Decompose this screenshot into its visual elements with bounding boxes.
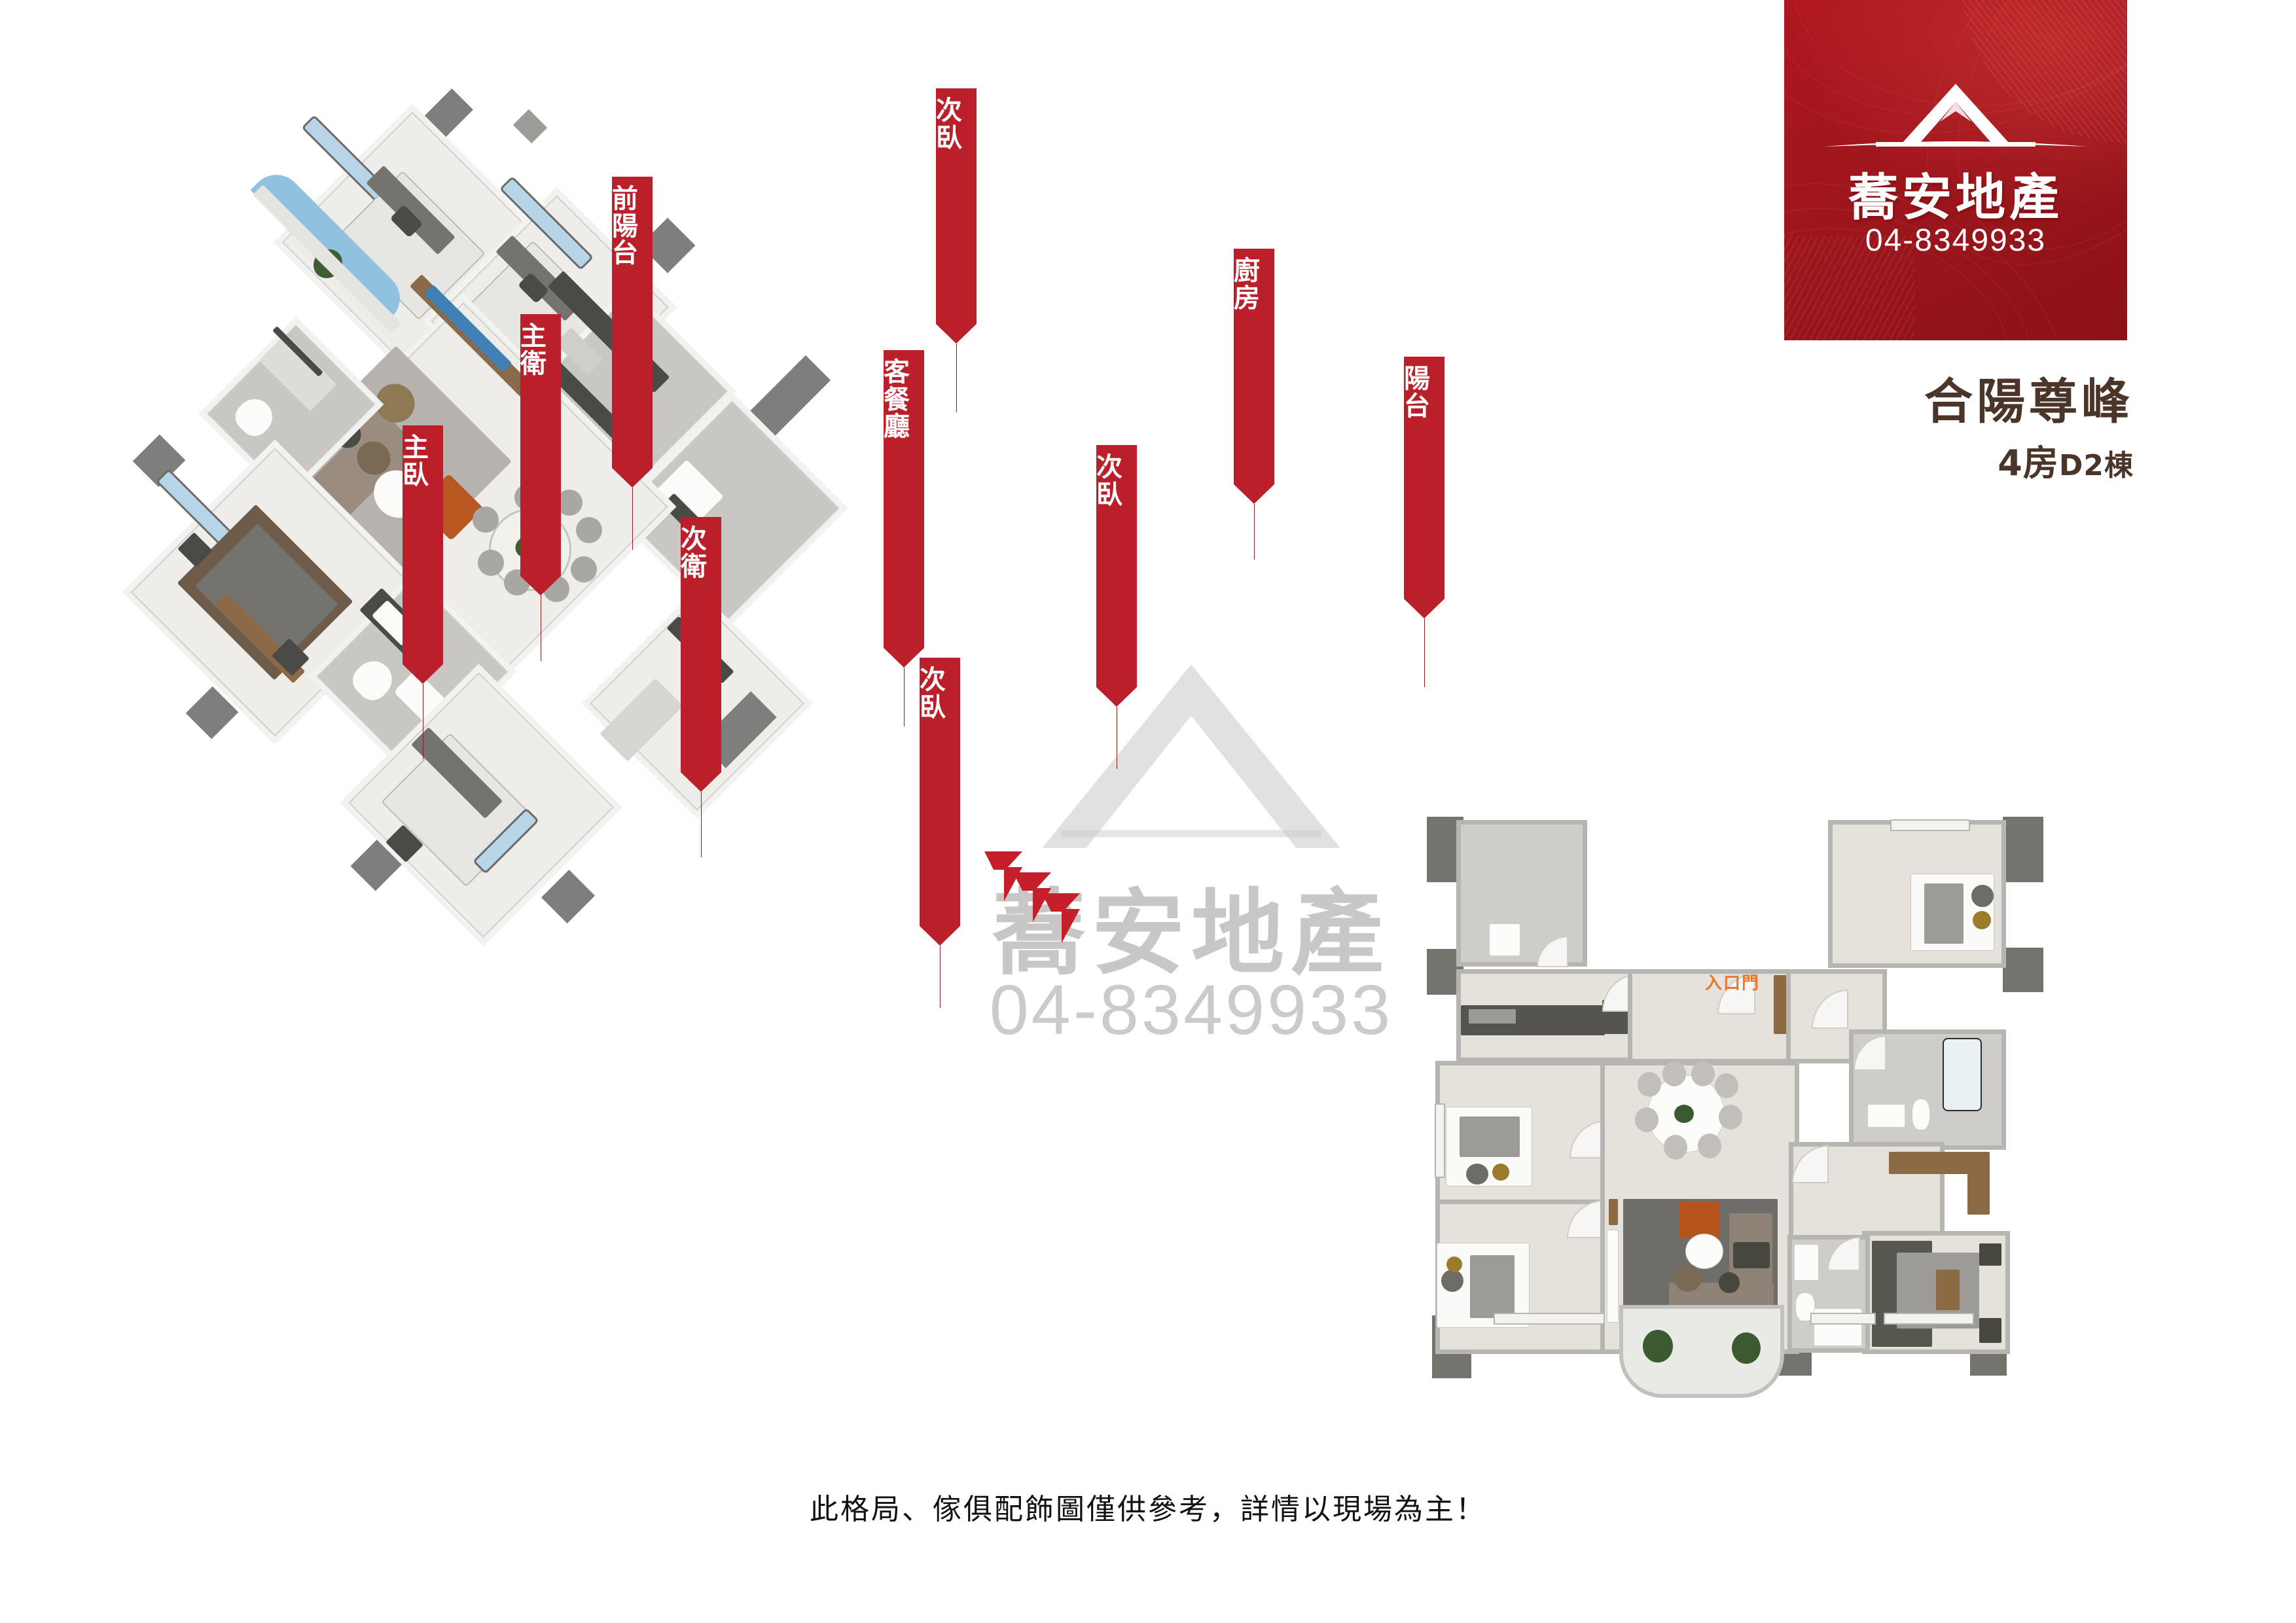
pillow xyxy=(1441,1270,1463,1292)
nightstand xyxy=(1979,1243,2001,1266)
label-text: 前陽台 xyxy=(612,184,639,269)
bathtub xyxy=(1944,1039,1981,1110)
accent-armchair xyxy=(1679,1202,1720,1238)
label-master-bathroom[interactable]: 主衛 xyxy=(520,314,561,596)
throw-blanket xyxy=(1733,1242,1770,1268)
wall-cap xyxy=(132,434,186,488)
label-text: 次臥 xyxy=(920,665,947,722)
window xyxy=(1812,1314,1874,1323)
coffee-table xyxy=(1686,1234,1723,1268)
window xyxy=(1495,1314,1604,1323)
unit-building-code: D2棟 xyxy=(2058,448,2134,482)
label-leader-line xyxy=(632,488,633,550)
label-secondary-bedroom-north[interactable]: 次臥 xyxy=(936,88,977,344)
label-leader-line xyxy=(940,946,941,1008)
dining-chair xyxy=(1664,1135,1687,1160)
console-cabinet xyxy=(1607,1230,1618,1322)
label-text: 主臥 xyxy=(403,433,430,490)
label-text: 次衛 xyxy=(681,524,708,582)
disclaimer-note: 此格局、傢俱配飾圖僅供參考，詳情以現場為主！ xyxy=(810,1493,1486,1526)
entrance-door-label: 入口門 xyxy=(1705,974,1761,993)
entrance-door-leaf xyxy=(1774,975,1789,1034)
label-secondary-bedroom-south[interactable]: 次臥 xyxy=(920,658,960,946)
cushion xyxy=(1973,911,1991,929)
label-leader-line xyxy=(701,792,702,857)
cushion xyxy=(1446,1257,1462,1272)
window xyxy=(1892,821,1969,830)
unit-room-count: 4房 xyxy=(1998,442,2059,484)
bed-blanket xyxy=(1470,1255,1515,1318)
label-text: 次臥 xyxy=(1096,452,1124,510)
label-front-balcony[interactable]: 前陽台 xyxy=(612,177,653,488)
2d-floorplan: 入口門 xyxy=(1427,812,2121,1420)
brand-name: 蕎安地產 xyxy=(1848,168,2063,226)
floor-trim xyxy=(1609,1199,1618,1225)
kitchen-sink xyxy=(1469,1009,1516,1024)
dining-chair xyxy=(1691,1061,1715,1086)
wood-flooring-strip xyxy=(1967,1152,1990,1215)
dining-chair xyxy=(1698,1133,1721,1158)
bed-throw xyxy=(1936,1270,1960,1310)
logo-hatch-decoration xyxy=(1784,236,1915,340)
cushion xyxy=(1492,1164,1509,1181)
label-text: 客餐廳 xyxy=(884,357,911,442)
label-text: 廚房 xyxy=(1234,256,1261,313)
toilet xyxy=(1796,1293,1814,1321)
label-leader-line xyxy=(956,344,957,412)
label-leader-line xyxy=(1254,504,1255,560)
label-living-dining[interactable]: 客餐廳 xyxy=(884,350,924,668)
window xyxy=(1885,1314,1973,1323)
window xyxy=(1436,1105,1444,1177)
nightstand xyxy=(1979,1318,2001,1343)
toilet xyxy=(1912,1099,1929,1130)
page-title: 合陽尊峰 xyxy=(1924,374,2134,430)
brand-phone: 04-8349933 xyxy=(1865,223,2047,258)
balcony-plant xyxy=(1643,1330,1673,1363)
balcony-plant xyxy=(1732,1332,1761,1364)
label-text: 陽台 xyxy=(1404,364,1431,421)
side-table xyxy=(1674,1264,1702,1292)
label-secondary-bedroom-east[interactable]: 次臥 xyxy=(1096,445,1137,707)
triple-chevron-icon xyxy=(984,851,1080,943)
table-centerpiece xyxy=(1674,1105,1694,1123)
sink-basin xyxy=(1795,1245,1818,1280)
structural-column xyxy=(1427,949,1463,995)
label-leader-line xyxy=(904,668,905,726)
utility-sink xyxy=(1490,924,1520,955)
mountain-roof-icon xyxy=(1823,84,2088,147)
unit-subtitle: 4房D2棟 xyxy=(1767,434,2134,486)
dining-chair xyxy=(1662,1061,1686,1086)
label-balcony[interactable]: 陽台 xyxy=(1404,357,1444,618)
label-text: 主衛 xyxy=(520,321,548,379)
structural-column xyxy=(1427,817,1463,882)
structural-column xyxy=(2003,948,2043,992)
brand-logo-panel: 蕎安地產 04-8349933 xyxy=(1784,0,2127,340)
label-leader-line xyxy=(1424,618,1425,687)
project-title-block: 合陽尊峰 4房D2棟 xyxy=(1767,376,2134,486)
isometric-3d-floorplan-render: 次臥 前陽台 廚房 主衛 客餐廳 陽台 主臥 次臥 次衛 次臥 xyxy=(98,52,1486,1250)
pillow xyxy=(1466,1164,1488,1185)
structural-column xyxy=(512,109,548,144)
bed-blanket xyxy=(1924,883,1964,944)
bed-blanket xyxy=(1460,1116,1520,1157)
label-text: 次臥 xyxy=(936,96,963,153)
floor-lamp-base xyxy=(1719,1272,1740,1293)
dining-chair xyxy=(1715,1073,1738,1098)
pillow xyxy=(1971,885,1994,907)
structural-column xyxy=(2003,817,2043,882)
label-master-bedroom[interactable]: 主臥 xyxy=(403,425,443,684)
label-secondary-bathroom[interactable]: 次衛 xyxy=(681,517,721,792)
dining-chair xyxy=(1638,1072,1661,1097)
label-kitchen[interactable]: 廚房 xyxy=(1234,249,1274,504)
sink-basin xyxy=(1868,1105,1905,1127)
dining-chair xyxy=(1719,1105,1742,1130)
dining-chair xyxy=(1635,1107,1659,1132)
